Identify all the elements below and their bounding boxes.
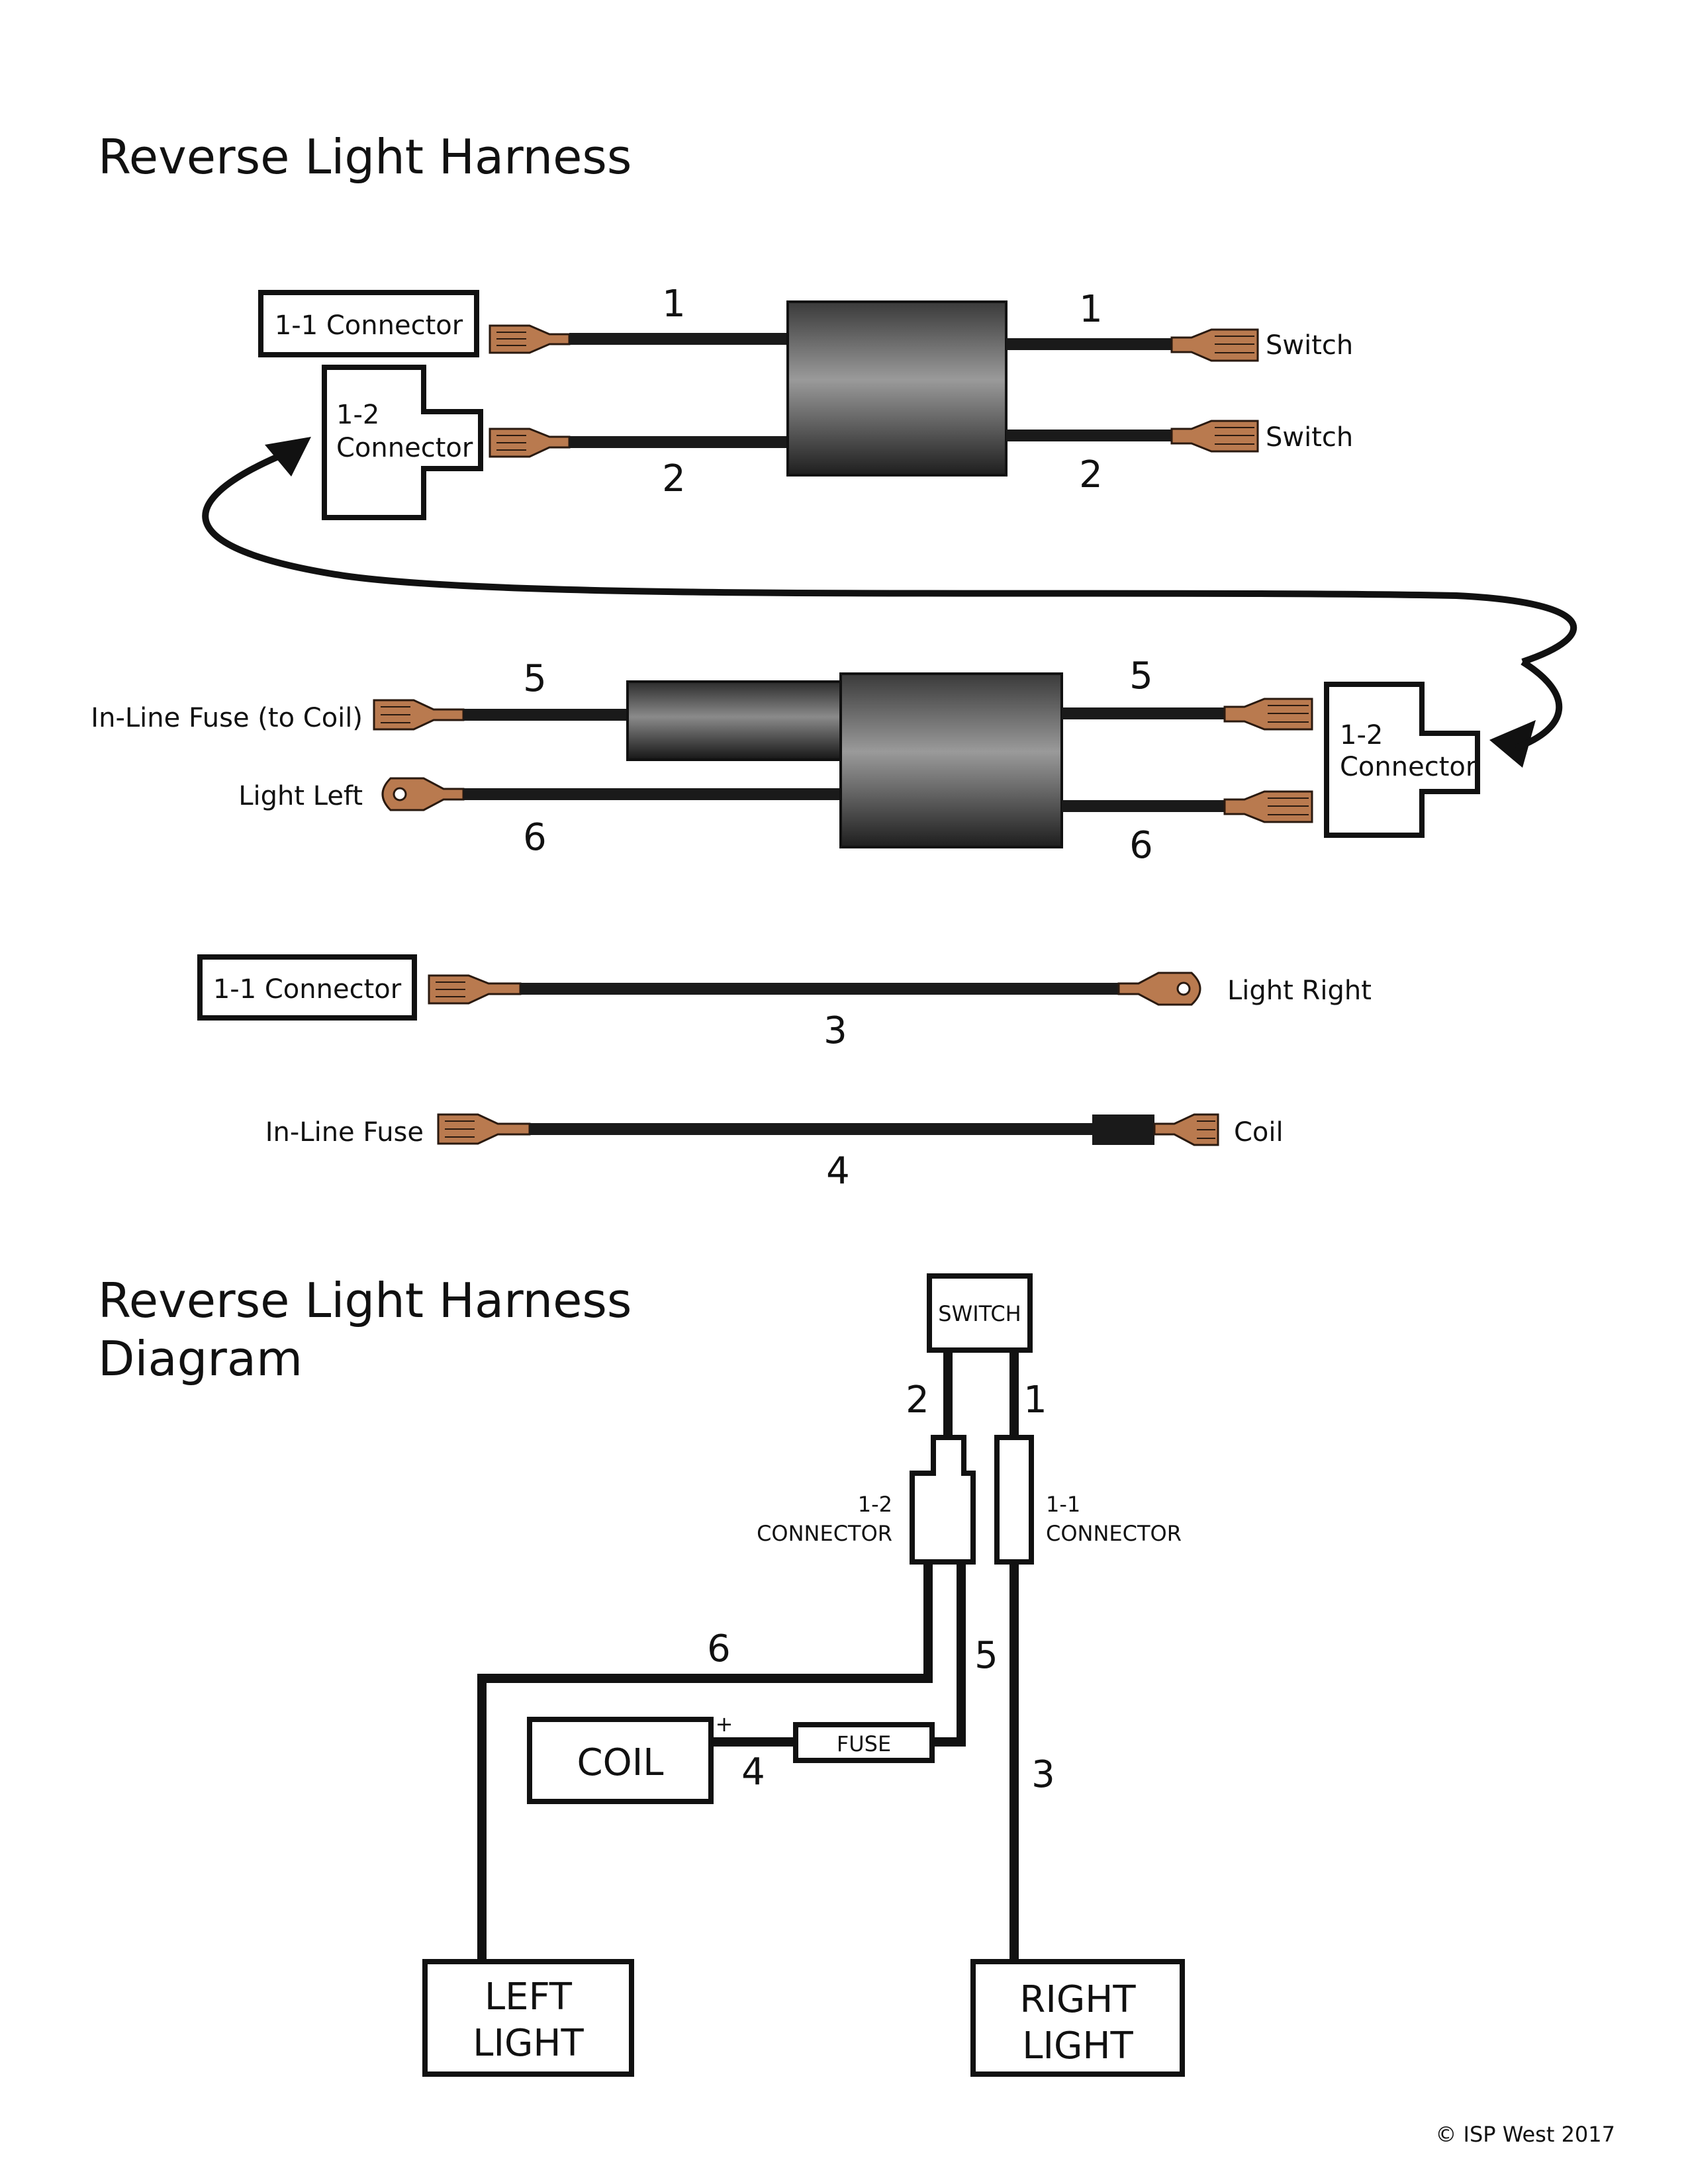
- schematic-number-3: 3: [1031, 1753, 1055, 1796]
- wire-number-2-left: 2: [662, 457, 686, 500]
- schematic-number-5: 5: [974, 1634, 998, 1677]
- connector-1-1-label: 1-1 Connector: [275, 310, 463, 341]
- schematic-connector-1-2: [910, 1435, 976, 1565]
- schematic-right-light-line2: LIGHT: [1022, 2025, 1133, 2068]
- spade-terminal-icon: [1153, 1113, 1219, 1146]
- switch-label-1: Switch: [1266, 330, 1353, 361]
- wire-number-5-left: 5: [523, 657, 547, 700]
- coil-sleeve: [1092, 1115, 1154, 1145]
- inline-fuse-to-coil-label: In-Line Fuse (to Coil): [91, 703, 363, 733]
- schematic-wire-5: [933, 1562, 966, 1747]
- diagram-title-line2: Diagram: [98, 1331, 303, 1387]
- connector-1-2-shape: [322, 365, 483, 520]
- switch-box-label: SWITCH: [938, 1301, 1021, 1326]
- diagram-title-line1: Reverse Light Harness: [98, 1273, 632, 1328]
- schematic-right-light-box: [970, 1959, 1185, 2077]
- connection-arrow-tail: [1515, 659, 1562, 751]
- wire-number-5-right: 5: [1129, 655, 1153, 698]
- top-harness-boot: [786, 300, 1008, 477]
- connector-1-1-wire3-label: 1-1 Connector: [213, 974, 402, 1005]
- schematic-coil-box: [527, 1717, 714, 1804]
- wire-number-3: 3: [823, 1009, 847, 1052]
- ring-terminal-icon: [1117, 972, 1201, 1006]
- spade-terminal-icon: [428, 974, 522, 1005]
- schematic-left-light-box: [422, 1959, 634, 2077]
- schematic-number-4: 4: [741, 1751, 765, 1794]
- mid-harness-boot: [839, 672, 1063, 848]
- spade-terminal-icon: [489, 324, 571, 354]
- schematic-connector-1-1: [994, 1435, 1034, 1565]
- light-right-label: Light Right: [1227, 976, 1372, 1006]
- wire-number-2-right: 2: [1079, 453, 1103, 496]
- wire-number-1-right: 1: [1079, 288, 1103, 331]
- spade-terminal-icon: [1170, 328, 1259, 362]
- ring-terminal-icon: [381, 777, 465, 811]
- schematic-connector-1-1-line2: CONNECTOR: [1046, 1521, 1182, 1546]
- schematic-number-2: 2: [906, 1379, 929, 1422]
- schematic-number-1: 1: [1023, 1379, 1047, 1422]
- spade-terminal-icon: [373, 699, 465, 731]
- arrow-head-icon: [1489, 720, 1536, 768]
- mid-harness-sleeve: [626, 680, 847, 761]
- schematic-coil-label: COIL: [577, 1741, 664, 1784]
- wire-number-4: 4: [826, 1150, 850, 1193]
- schematic-left-light-line1: LEFT: [485, 1976, 573, 2019]
- schematic-connector-1-2-line2: CONNECTOR: [757, 1521, 892, 1546]
- harness-title: Reverse Light Harness: [98, 129, 632, 185]
- connector-1-1-wire3-box: [197, 954, 417, 1021]
- connector-1-2-label-line1: 1-2: [336, 400, 379, 430]
- spade-terminal-icon: [1223, 698, 1313, 731]
- schematic-connector-1-2-line1: 1-2: [858, 1492, 892, 1517]
- arrow-head-icon: [265, 437, 311, 477]
- light-left-label: Light Left: [238, 781, 363, 811]
- schematic-number-6: 6: [707, 1627, 731, 1670]
- wire-number-1-left: 1: [662, 283, 686, 326]
- coil-label: Coil: [1234, 1117, 1284, 1148]
- schematic-fuse-label: FUSE: [837, 1731, 891, 1756]
- spade-terminal-icon: [1170, 420, 1259, 453]
- schematic-left-light-line2: LIGHT: [473, 2022, 584, 2065]
- switch-label-2: Switch: [1266, 422, 1353, 453]
- schematic-fuse-box: [793, 1722, 935, 1763]
- connector-1-2-right-line2: Connector: [1340, 752, 1477, 782]
- schematic-connector-1-1-line1: 1-1: [1046, 1492, 1080, 1517]
- connector-1-1-box: [258, 290, 479, 357]
- schematic-right-light-line1: RIGHT: [1019, 1978, 1136, 2021]
- connector-1-2-label-line2: Connector: [336, 433, 473, 463]
- wire-number-6-left: 6: [523, 816, 547, 859]
- spade-terminal-icon: [437, 1113, 531, 1145]
- switch-box: [927, 1273, 1033, 1353]
- connector-1-2-right-shape: [1324, 682, 1480, 838]
- connector-1-2-right-line1: 1-2: [1340, 720, 1383, 751]
- copyright-text: © ISP West 2017: [1435, 2122, 1615, 2147]
- spade-terminal-icon: [489, 428, 571, 458]
- schematic-wire-6: [477, 1562, 933, 1962]
- inline-fuse-label: In-Line Fuse: [265, 1117, 424, 1148]
- connection-arrow-line: [202, 453, 1577, 665]
- wire-number-6-right: 6: [1129, 824, 1153, 867]
- schematic-plus-sign: +: [716, 1711, 733, 1737]
- spade-terminal-icon: [1223, 790, 1313, 823]
